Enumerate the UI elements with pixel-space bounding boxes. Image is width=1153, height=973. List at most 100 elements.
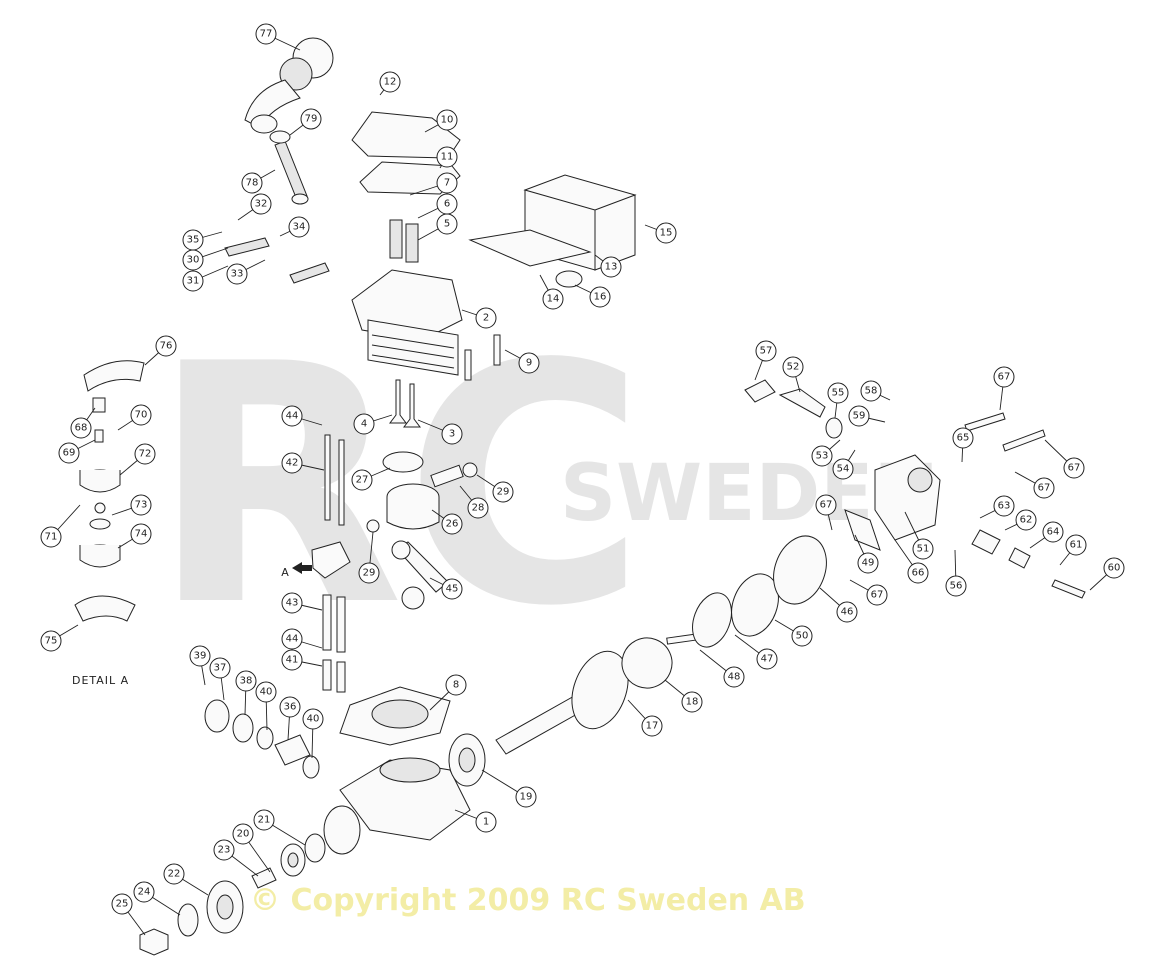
part-callout-15: 15 [655, 222, 677, 244]
part-callout-75: 75 [40, 630, 62, 652]
part-number: 26 [446, 519, 459, 530]
part-callout-43: 43 [281, 592, 303, 614]
part-number: 19 [520, 792, 533, 803]
part-bubble [255, 23, 277, 45]
part-bubble [952, 427, 974, 449]
part-number: 53 [816, 451, 829, 462]
part-number: 74 [135, 529, 148, 540]
part-bubble [518, 352, 540, 374]
part-number: 23 [218, 845, 231, 856]
part-bubble [213, 839, 235, 861]
part-bubble [866, 584, 888, 606]
part-number: 37 [214, 663, 227, 674]
part-bubble [182, 270, 204, 292]
part-bubble [1015, 509, 1037, 531]
part-bubble [589, 286, 611, 308]
part-bubble [189, 645, 211, 667]
part-bubble [281, 649, 303, 671]
part-number: 42 [286, 458, 299, 469]
part-callout-72: 72 [134, 443, 156, 465]
part-number: 7 [444, 178, 450, 189]
part-callout-63: 63 [993, 495, 1015, 517]
part-bubble [945, 575, 967, 597]
part-number: 45 [446, 584, 459, 595]
callout-a-label: A [281, 566, 289, 579]
part-number: 3 [449, 429, 455, 440]
part-number: 27 [356, 475, 369, 486]
part-callout-65: 65 [952, 427, 974, 449]
part-callout-27: 27 [351, 469, 373, 491]
part-bubble [441, 513, 463, 535]
part-bubble [836, 601, 858, 623]
part-callout-19: 19 [515, 786, 537, 808]
part-number: 20 [237, 829, 250, 840]
part-number: 31 [187, 276, 200, 287]
part-callout-60: 60 [1103, 557, 1125, 579]
part-number: 8 [453, 680, 459, 691]
part-callout-57: 57 [755, 340, 777, 362]
part-bubble [515, 786, 537, 808]
part-callout-73: 73 [130, 494, 152, 516]
part-bubble [993, 366, 1015, 388]
cam-box-gasket [468, 229, 592, 267]
part-bubble [241, 172, 263, 194]
part-number: 9 [526, 358, 532, 369]
cylinder-head [351, 269, 463, 376]
part-bubble [133, 881, 155, 903]
part-number: 41 [286, 655, 299, 666]
part-callout-24: 24 [133, 881, 155, 903]
part-bubble [58, 442, 80, 464]
part-bubble [40, 630, 62, 652]
part-callout-67e: 67 [866, 584, 888, 606]
part-callout-12: 12 [379, 71, 401, 93]
part-bubble [253, 809, 275, 831]
part-callout-59: 59 [848, 405, 870, 427]
part-callout-17: 17 [641, 715, 663, 737]
part-bubble [358, 562, 380, 584]
part-callout-38: 38 [235, 670, 257, 692]
part-number: 77 [260, 29, 273, 40]
part-callout-77: 77 [255, 23, 277, 45]
part-bubble [281, 592, 303, 614]
part-callout-2: 2 [475, 307, 497, 329]
part-bubble [235, 670, 257, 692]
part-bubble [756, 648, 778, 670]
part-callout-58: 58 [860, 380, 882, 402]
part-bubble [492, 481, 514, 503]
part-number: 22 [168, 869, 181, 880]
part-callout-78: 78 [241, 172, 263, 194]
part-callout-74: 74 [130, 523, 152, 545]
part-number: 36 [284, 702, 297, 713]
part-callout-48: 48 [723, 666, 745, 688]
part-callout-40: 40 [255, 681, 277, 703]
part-bubble [791, 625, 813, 647]
part-callout-5: 5 [436, 213, 458, 235]
part-number: 35 [187, 235, 200, 246]
part-number: 11 [441, 152, 454, 163]
part-callout-67: 67 [993, 366, 1015, 388]
part-number: 48 [728, 672, 741, 683]
part-callout-29b: 29 [358, 562, 380, 584]
front-parts [139, 699, 326, 956]
part-callout-55: 55 [827, 382, 849, 404]
part-number: 61 [1070, 540, 1083, 551]
part-bubble [300, 108, 322, 130]
part-number: 40 [260, 687, 273, 698]
part-bubble [288, 216, 310, 238]
part-bubble [40, 526, 62, 548]
part-number: 43 [286, 598, 299, 609]
part-bubble [226, 263, 248, 285]
part-callout-23: 23 [213, 839, 235, 861]
part-callout-30: 30 [182, 249, 204, 271]
part-callout-67b: 67 [1063, 457, 1085, 479]
part-bubble [723, 666, 745, 688]
part-bubble [182, 229, 204, 251]
part-number: 65 [957, 433, 970, 444]
breather-assembly [244, 37, 334, 205]
part-number: 57 [760, 346, 773, 357]
part-callout-16: 16 [589, 286, 611, 308]
part-number: 39 [194, 651, 207, 662]
part-bubble [993, 495, 1015, 517]
part-number: 59 [853, 411, 866, 422]
